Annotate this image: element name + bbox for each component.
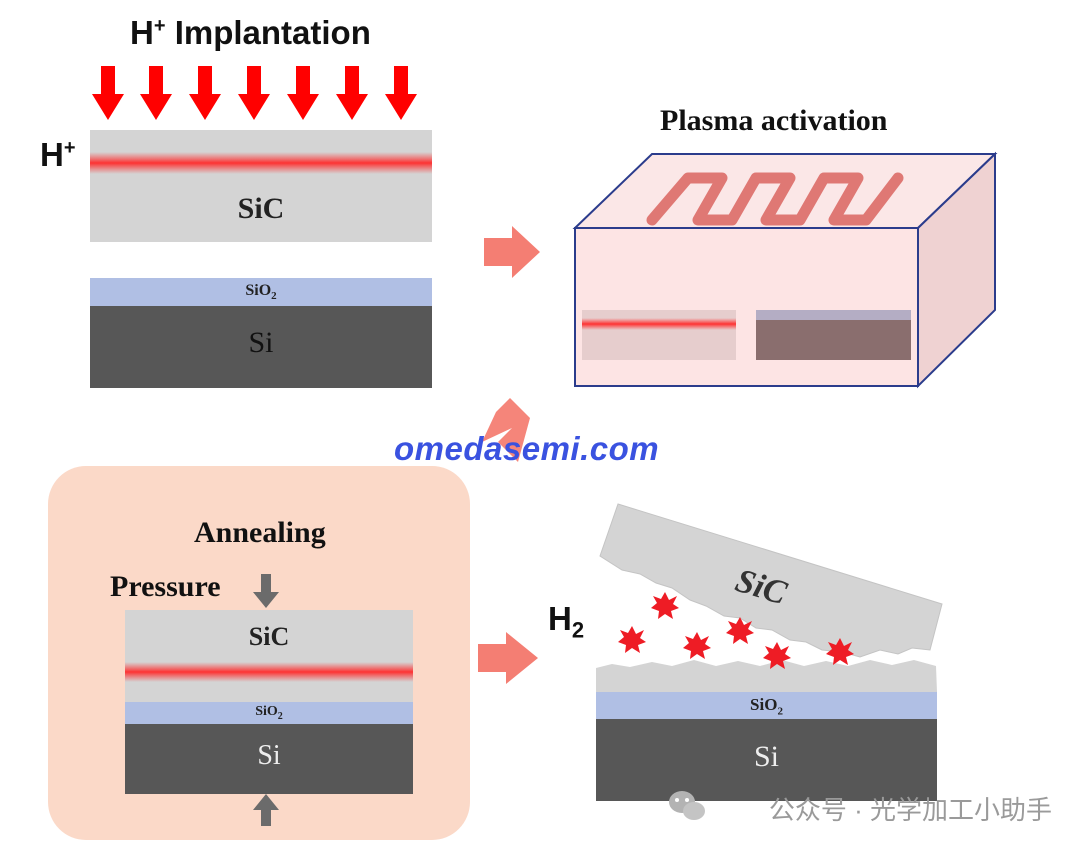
split-sic-piece — [599, 503, 943, 658]
chamber-sic-implant-line — [582, 318, 736, 330]
ion-label: H+ — [40, 136, 76, 173]
split-sio2-label: SiO2 — [750, 695, 783, 718]
watermark: omedasemi.com — [394, 430, 660, 467]
pressure-arrow-icon — [253, 574, 279, 608]
plasma-title: Plasma activation — [660, 104, 888, 137]
implant-layer-line — [90, 152, 432, 174]
wechat-icon — [669, 791, 705, 820]
down-arrow-icon — [287, 66, 319, 120]
sio2-layer — [90, 278, 432, 306]
remaining-sic-layer — [596, 660, 937, 692]
spark-burst-icon — [763, 642, 791, 669]
sic-label: SiC — [237, 192, 285, 225]
down-arrow-icon — [189, 66, 221, 120]
h2-label: H2 — [548, 600, 585, 643]
spark-burst-icon — [726, 617, 754, 644]
sio2-label: SiO2 — [245, 282, 277, 303]
anneal-implant-line — [125, 662, 413, 682]
implant-arrows — [92, 66, 417, 120]
anneal-sic — [125, 610, 413, 702]
plasma-chamber — [572, 151, 998, 389]
down-arrow-icon — [92, 66, 124, 120]
spark-burst-icon — [651, 592, 679, 619]
spark-burst-icon — [826, 638, 854, 665]
anneal-si — [125, 724, 413, 794]
anneal-sio2 — [125, 702, 413, 724]
chamber-si-sample-oxide — [756, 310, 911, 320]
plasma-coil-icon — [646, 172, 904, 226]
block-arrow-icon — [482, 398, 530, 462]
si-label: Si — [248, 326, 274, 359]
anneal-sio2-label: SiO2 — [255, 704, 283, 722]
chamber-sic-sample — [582, 310, 736, 360]
down-arrow-icon — [336, 66, 368, 120]
pressure-arrow-icon — [253, 794, 279, 826]
spark-burst-icon — [683, 632, 711, 659]
split-si-substrate — [596, 719, 937, 801]
chamber-si-sample — [756, 320, 911, 360]
down-arrow-icon — [385, 66, 417, 120]
block-arrow-icon — [478, 632, 538, 684]
anneal-si-label: Si — [257, 740, 281, 771]
footer-source: 公众号 · 光学加工小助手 — [768, 795, 1052, 825]
block-arrow-icon — [484, 226, 540, 278]
down-arrow-icon — [140, 66, 172, 120]
annealing-title: Annealing — [194, 516, 326, 549]
pressure-label: Pressure — [110, 570, 221, 603]
split-sio2-layer — [596, 692, 937, 719]
implantation-title: H+ Implantation — [130, 14, 371, 51]
anneal-sic-label: SiC — [248, 622, 290, 651]
si-substrate — [90, 306, 432, 388]
down-arrow-icon — [238, 66, 270, 120]
split-si-label: Si — [753, 740, 780, 773]
sic-wafer — [90, 130, 432, 242]
spark-burst-icon — [618, 626, 646, 653]
